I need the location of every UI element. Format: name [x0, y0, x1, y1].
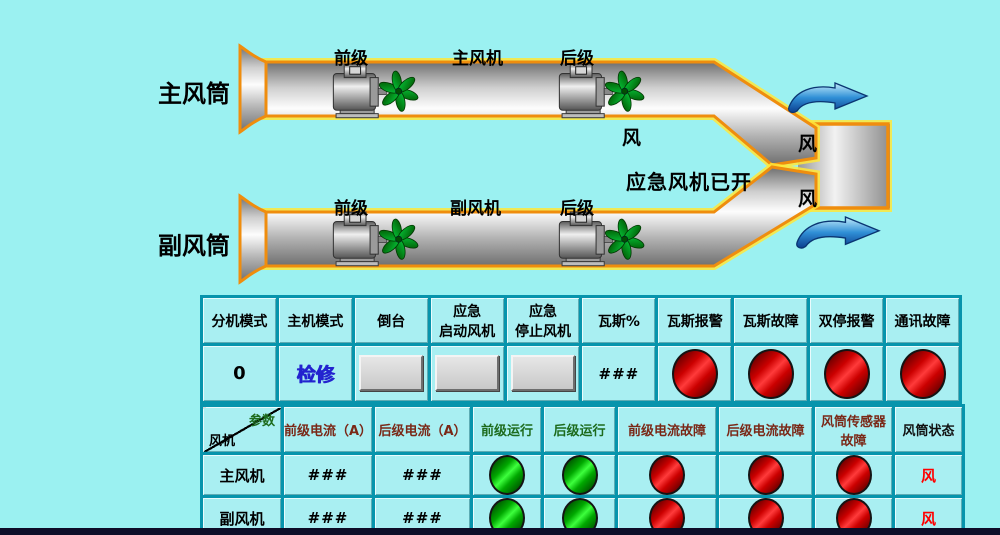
corner-cell: 参数 风机	[200, 404, 284, 455]
col-sub-mode: 分机模式	[200, 295, 279, 346]
col-duct-sensor-fault: 风筒传感器 故障	[812, 404, 895, 455]
col-gas-fault: 瓦斯故障	[731, 295, 811, 346]
main-fan-label: 主风机	[452, 49, 503, 69]
airflow-arrow-top-icon	[787, 82, 868, 114]
col-switch-platform: 倒台	[351, 295, 431, 346]
system-status-table: 分机模式 主机模式 倒台 应急 启动风机 应急 停止风机 瓦斯% 瓦斯报警 瓦斯…	[200, 295, 962, 404]
gas-fault-led	[747, 348, 794, 399]
bottom-divider-bar	[0, 528, 1000, 535]
aux-front-stage-label: 前级	[334, 199, 368, 219]
system-status-header-row: 分机模式 主机模式 倒台 应急 启动风机 应急 停止风机 瓦斯% 瓦斯报警 瓦斯…	[200, 295, 962, 346]
col-front-current-fault: 前级电流故障	[615, 404, 719, 455]
main-rear-current-fault-led	[747, 456, 784, 494]
main-fan-row: 主风机 ### ### 风	[200, 452, 965, 498]
main-front-current-value: ###	[281, 452, 375, 498]
main-rear-stage-label: 后级	[560, 49, 594, 69]
ventilation-diagram	[238, 43, 892, 285]
col-rear-current-fault: 后级电流故障	[716, 404, 815, 455]
system-status-value-row: 0 检修 ###	[200, 343, 962, 404]
gas-percent-value: ###	[579, 343, 659, 404]
emergency-start-fan-button[interactable]	[435, 354, 500, 391]
main-rear-run-led	[561, 456, 598, 494]
main-duct-status-value: 风	[892, 452, 965, 498]
double-stop-alarm-led	[823, 348, 870, 399]
sub-mode-value: 0	[200, 343, 279, 404]
col-rear-current: 后级电流（A）	[372, 404, 473, 455]
aux-rear-stage-label: 后级	[560, 199, 594, 219]
col-gas-alarm: 瓦斯报警	[655, 295, 735, 346]
switch-platform-button[interactable]	[359, 354, 424, 391]
col-front-current: 前级电流（A）	[281, 404, 375, 455]
col-duct-status: 风筒状态	[892, 404, 965, 455]
col-comm-fault: 通讯故障	[883, 295, 962, 346]
wind-label-main: 风	[622, 127, 642, 149]
main-fan-name: 主风机	[200, 452, 284, 498]
col-double-stop-alarm: 双停报警	[807, 295, 887, 346]
col-emergency-start: 应急 启动风机	[427, 295, 507, 346]
fan-parameters-header-row: 参数 风机 前级电流（A） 后级电流（A） 前级运行 后级运行 前级电流故障 后…	[200, 404, 965, 455]
aux-fan-label: 副风机	[450, 199, 501, 219]
main-front-run-led	[489, 456, 525, 494]
comm-fault-led	[899, 348, 946, 399]
main-front-current-fault-led	[649, 456, 685, 494]
wind-label-outlet-bottom: 风	[798, 188, 818, 210]
col-host-mode: 主机模式	[275, 295, 355, 346]
aux-duct-label: 副风筒	[158, 232, 230, 260]
wind-label-outlet-top: 风	[798, 133, 818, 155]
emergency-stop-fan-button[interactable]	[511, 354, 575, 391]
host-mode-value: 检修	[275, 343, 355, 404]
main-duct-label: 主风筒	[158, 80, 230, 108]
main-duct	[238, 43, 820, 170]
fan-parameters-table: 参数 风机 前级电流（A） 后级电流（A） 前级运行 后级运行 前级电流故障 后…	[200, 404, 965, 535]
main-rear-current-value: ###	[372, 452, 473, 498]
col-emergency-stop: 应急 停止风机	[503, 295, 583, 346]
corner-parameter-label: 参数	[248, 414, 275, 429]
airflow-arrow-bottom-icon	[796, 216, 880, 249]
corner-fan-label: 风机	[209, 434, 236, 449]
status-panel: 分机模式 主机模式 倒台 应急 启动风机 应急 停止风机 瓦斯% 瓦斯报警 瓦斯…	[200, 295, 965, 535]
col-front-run: 前级运行	[470, 404, 544, 455]
main-duct-sensor-fault-led	[835, 456, 872, 494]
col-gas-percent: 瓦斯%	[579, 295, 659, 346]
gas-alarm-led	[671, 348, 718, 399]
main-front-stage-label: 前级	[334, 49, 368, 69]
col-rear-run: 后级运行	[541, 404, 618, 455]
emergency-fan-status-text: 应急风机已开	[626, 170, 752, 194]
